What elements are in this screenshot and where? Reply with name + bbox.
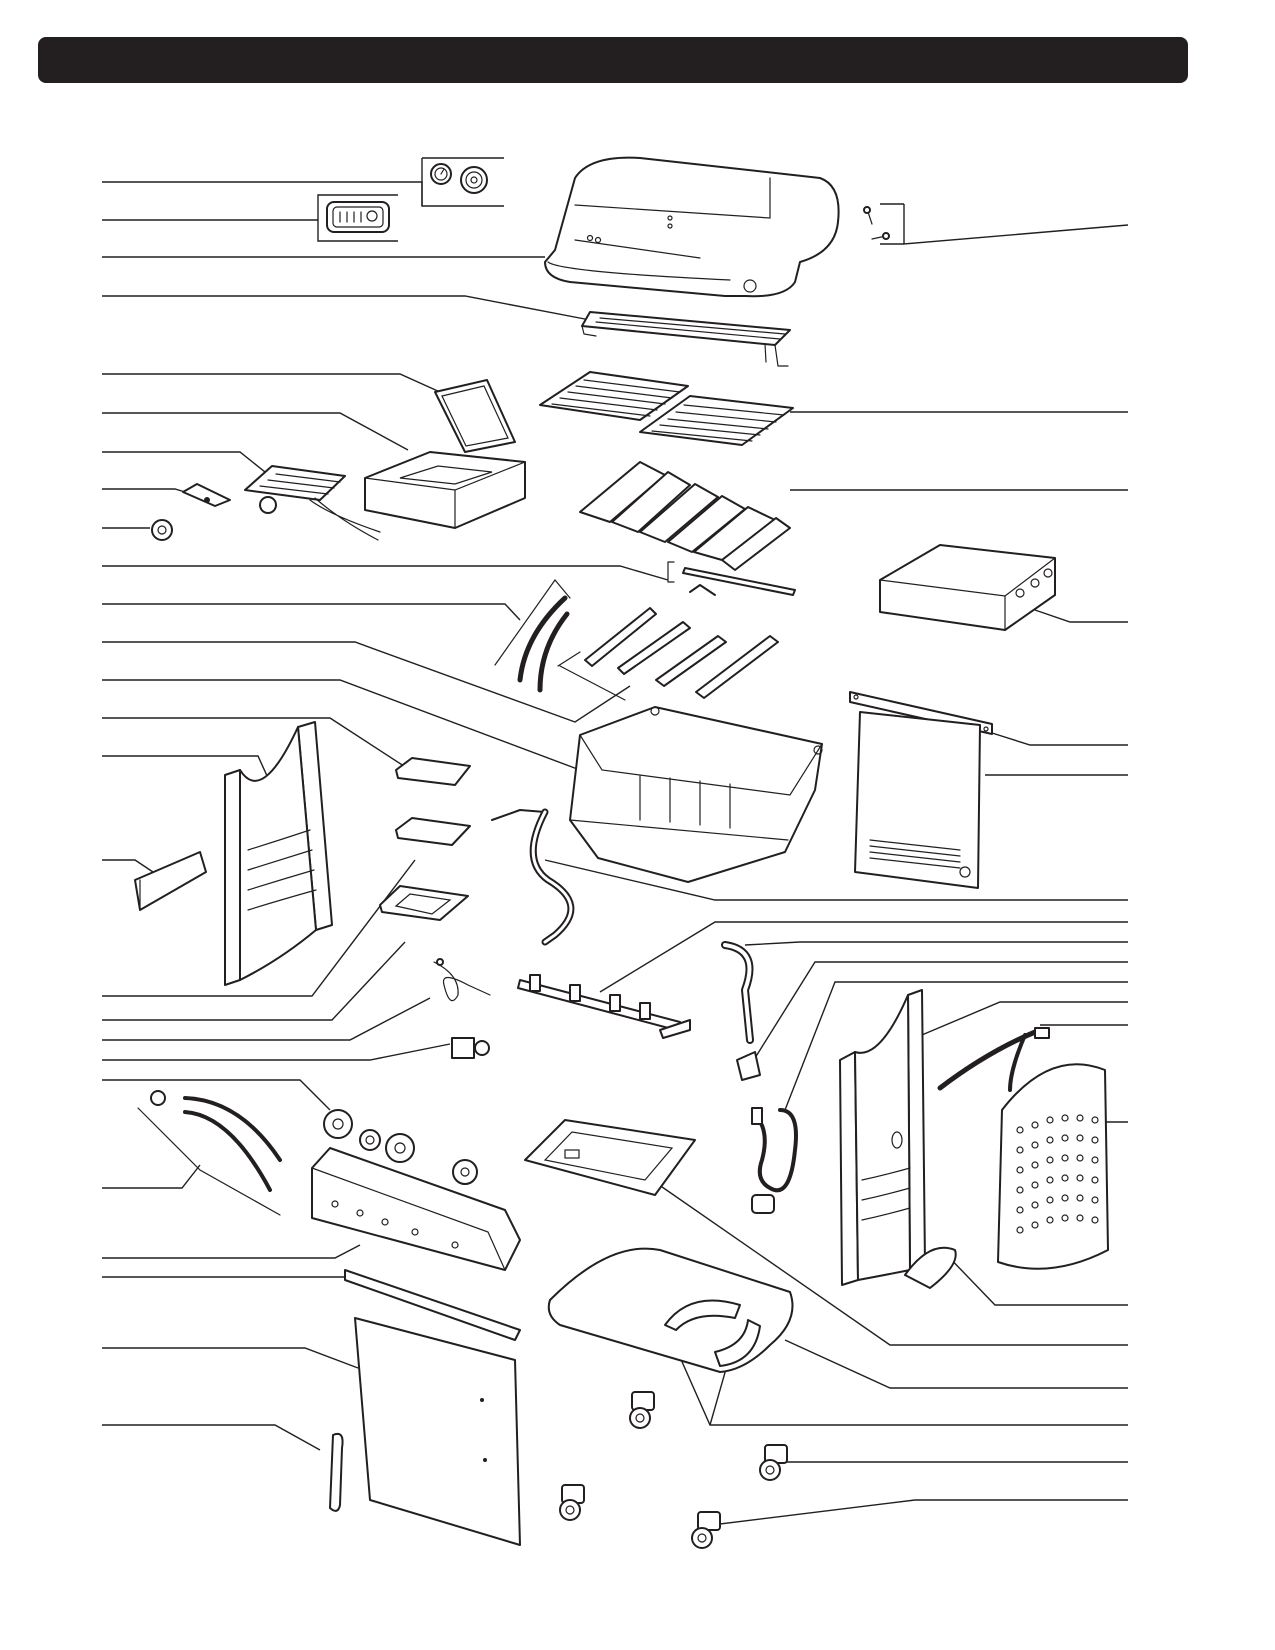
leader-control-panel bbox=[102, 1244, 361, 1259]
leader-side-handle-tubes bbox=[102, 1164, 201, 1189]
leader-thermometer-bezel bbox=[102, 181, 504, 207]
igniter-module-icon bbox=[451, 1037, 490, 1059]
hinge-pins-icon bbox=[863, 206, 890, 240]
leader-side-burner-grate bbox=[102, 451, 271, 477]
right-frame-icon bbox=[839, 989, 926, 1286]
leader-regulator-hose bbox=[784, 981, 1128, 1111]
regulator-hose-icon bbox=[751, 1107, 798, 1214]
side-handle-tubes-icon bbox=[137, 1090, 282, 1216]
manifold-icon bbox=[517, 974, 691, 1039]
control-knobs-icon bbox=[323, 1109, 478, 1185]
door-handle-icon bbox=[329, 1432, 344, 1512]
control-panel-icon bbox=[311, 1147, 521, 1271]
leader-bracket-small bbox=[754, 961, 1128, 1059]
door-icon bbox=[354, 1317, 521, 1546]
caster-locking-icon bbox=[759, 1444, 788, 1481]
left-frame-icon bbox=[224, 721, 333, 986]
leader-caster bbox=[711, 1499, 1128, 1526]
tank-clip-icon bbox=[904, 1246, 957, 1289]
right-leader-lines bbox=[544, 203, 1129, 1526]
header-bar bbox=[38, 37, 1188, 83]
small-bracket-icon bbox=[736, 1051, 761, 1081]
leader-side-burner-frame bbox=[102, 412, 409, 451]
leader-flex-hose bbox=[744, 941, 1128, 946]
leader-side-burner-tube bbox=[102, 603, 521, 621]
leader-igniter-module bbox=[102, 1043, 451, 1061]
flex-hose-icon bbox=[721, 941, 754, 1044]
leader-burner-tubes bbox=[102, 641, 631, 723]
leader-gas-hose bbox=[544, 859, 1128, 901]
leader-igniter-wire bbox=[102, 997, 431, 1041]
side-burner-tube-icon bbox=[494, 579, 571, 693]
leader-manifold bbox=[599, 921, 1128, 993]
leader-bottom-shelf bbox=[784, 1339, 1128, 1389]
bottom-shelf-icon bbox=[547, 1247, 794, 1373]
catch-pan-icon bbox=[379, 757, 471, 921]
leader-tank-clip bbox=[941, 1249, 1128, 1306]
tank-hook-icon bbox=[937, 1027, 1050, 1092]
leader-rear-brace bbox=[991, 732, 1128, 746]
leader-side-burner-bracket bbox=[102, 488, 186, 493]
warming-rack-icon bbox=[581, 311, 791, 367]
leader-catch-pan bbox=[102, 717, 411, 771]
leader-warming-rack bbox=[102, 295, 591, 321]
caster-icon bbox=[559, 1391, 655, 1521]
tool-hook-icon bbox=[134, 851, 207, 911]
leader-side-table-box bbox=[1034, 609, 1128, 623]
cooking-grates-icon bbox=[539, 371, 794, 446]
leader-cookbox bbox=[102, 679, 581, 771]
caster-front-icon bbox=[691, 1511, 721, 1549]
crossover-tube-icon bbox=[667, 561, 796, 596]
side-burner-bracket-icon bbox=[182, 483, 231, 507]
side-burner-grate-icon bbox=[244, 465, 381, 541]
leader-side-burner-lid bbox=[102, 373, 441, 393]
tank-shield-icon bbox=[997, 1063, 1109, 1270]
nameplate-icon bbox=[326, 201, 390, 233]
thermometer-icon bbox=[430, 163, 488, 194]
side-burner-lid-icon bbox=[434, 379, 516, 453]
rear-panel-icon bbox=[854, 711, 981, 889]
leader-drip-tray-holder bbox=[102, 941, 406, 1021]
leader-nameplate-bracket bbox=[317, 194, 398, 242]
side-burner-frame-icon bbox=[364, 451, 526, 529]
leader-lid-hinge-pins bbox=[903, 204, 1129, 245]
panel-bracket-icon bbox=[344, 1269, 521, 1341]
flavorizer-bars-icon bbox=[579, 461, 791, 571]
leader-right-frame bbox=[909, 1001, 1128, 1041]
leader-door bbox=[102, 1347, 359, 1369]
igniter-wire-icon bbox=[433, 958, 491, 1002]
side-burner-knob-icon bbox=[151, 519, 173, 541]
bottom-tray-icon bbox=[524, 1119, 696, 1196]
leader-door-handle bbox=[102, 1424, 321, 1451]
leader-control-knobs bbox=[102, 1079, 331, 1111]
gas-hose-icon bbox=[491, 808, 575, 946]
leader-bottom-tray bbox=[651, 1179, 1128, 1346]
burner-tubes-icon bbox=[557, 607, 779, 701]
side-table-icon bbox=[879, 544, 1056, 631]
cookbox-icon bbox=[569, 706, 823, 883]
leader-crossover-tube bbox=[102, 565, 669, 581]
grill-lid-icon bbox=[544, 156, 840, 298]
